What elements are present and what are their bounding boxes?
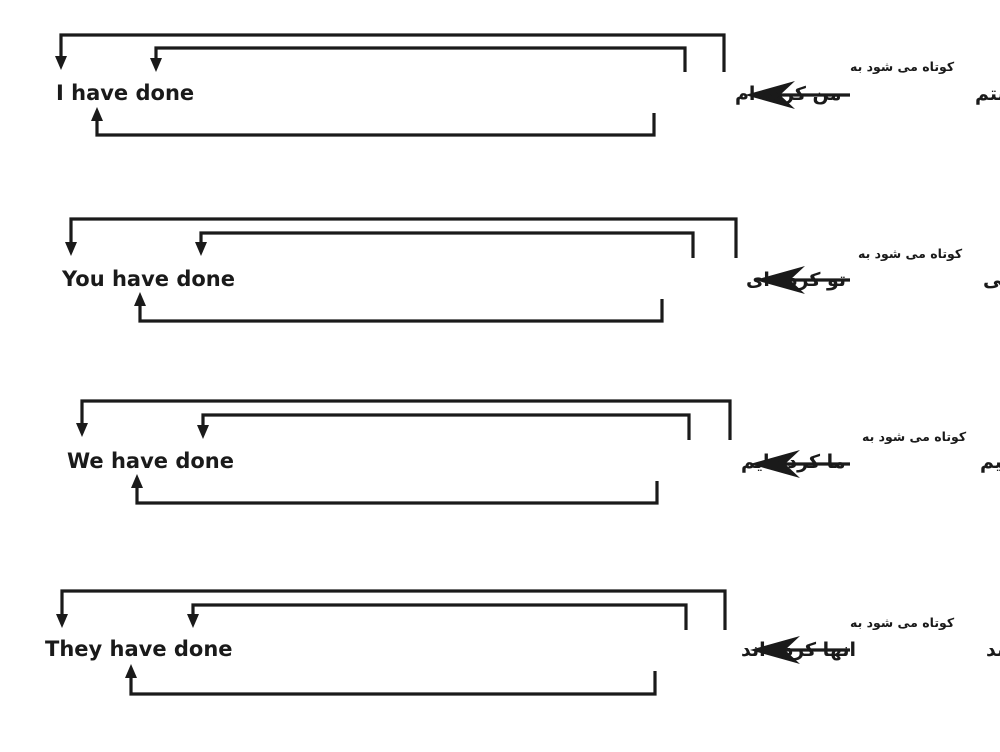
arrowhead [197, 425, 209, 439]
shortened-to-caption: کوتاه می شود به [850, 59, 955, 74]
connector-outer [60, 589, 727, 630]
arrowhead [91, 107, 103, 121]
persian-short-form: من کرده ام [735, 83, 841, 105]
row-2: You have done تو کرده ای کوتاه می شود به… [61, 217, 1000, 323]
connector-middle [191, 603, 688, 630]
persian-short-form: ما کرده ایم [741, 451, 846, 473]
connector-outer [59, 33, 726, 72]
persian-short-form: تو کرده ای [746, 269, 846, 291]
row-3: We have done ما کرده ایم کوتاه می شود به… [67, 399, 1000, 505]
persian-full-form: ما کرده استیم [980, 451, 1000, 473]
english-phrase: I have done [56, 81, 194, 105]
arrowhead-left [755, 266, 805, 294]
row-1: I have done من کرده ام کوتاه می شود به م… [55, 33, 1000, 137]
arrowhead [150, 58, 162, 72]
persian-full-form: انها کرده استند [986, 639, 1000, 661]
connector-lower [95, 113, 656, 137]
connector-middle [154, 46, 687, 72]
arrowhead [76, 423, 88, 437]
persian-full-form: تو کرده استی [983, 269, 1000, 291]
english-phrase: You have done [61, 267, 235, 291]
arrowhead [56, 614, 68, 628]
arrowhead [125, 664, 137, 678]
connector-lower [135, 481, 659, 505]
connector-lower [129, 671, 657, 696]
arrowhead [187, 614, 199, 628]
connector-lower [138, 299, 664, 323]
arrowhead [195, 242, 207, 256]
shortened-to-caption: کوتاه می شود به [858, 246, 963, 261]
connector-middle [201, 413, 691, 440]
shortened-to-caption: کوتاه می شود به [862, 429, 967, 444]
connector-outer [69, 217, 738, 258]
arrowhead-left [745, 81, 795, 109]
connector-middle [199, 231, 695, 258]
persian-short-form: انها کرده اند [741, 639, 856, 661]
shortened-to-caption: کوتاه می شود به [850, 615, 955, 630]
arrowhead [131, 474, 143, 488]
persian-full-form: من کرده استم [975, 83, 1000, 105]
arrowhead-left [750, 450, 800, 478]
arrowhead [65, 242, 77, 256]
connector-outer [80, 399, 732, 440]
arrowhead-left [750, 636, 800, 664]
arrowhead [134, 292, 146, 306]
english-phrase: We have done [67, 449, 234, 473]
row-4: They have done انها کرده اند کوتاه می شو… [45, 589, 1000, 696]
arrowhead [55, 56, 67, 70]
english-phrase: They have done [45, 637, 233, 661]
